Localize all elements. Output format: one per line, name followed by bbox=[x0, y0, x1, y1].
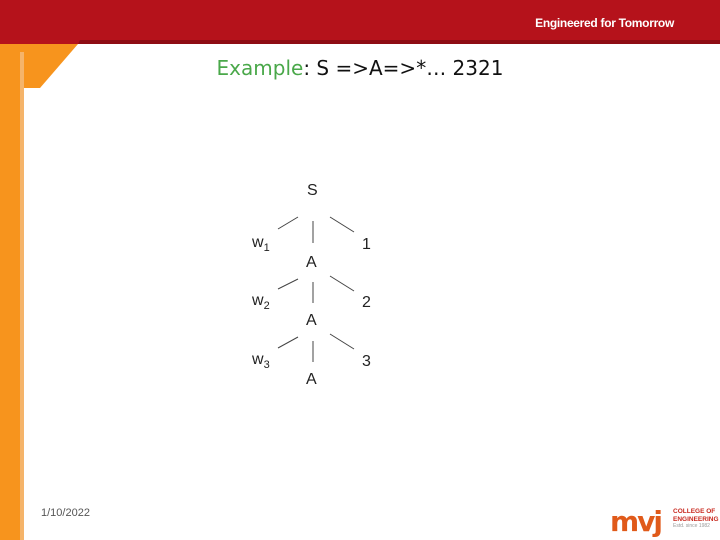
tree-root: S bbox=[307, 182, 318, 199]
logo-mark: mvj bbox=[610, 505, 663, 538]
slide-date: 1/10/2022 bbox=[41, 507, 90, 519]
w2-base: w bbox=[252, 292, 264, 309]
header-tagline: Engineered for Tomorrow bbox=[535, 16, 674, 30]
header-shadow bbox=[78, 40, 720, 44]
tree-w3: w3 bbox=[252, 351, 270, 371]
tree-digit-2: 2 bbox=[362, 294, 371, 311]
tree-digit-3: 3 bbox=[362, 353, 371, 370]
edge-a1-w2 bbox=[277, 278, 299, 290]
edge-a2-w3 bbox=[277, 336, 299, 349]
tree-w1: w1 bbox=[252, 234, 270, 254]
title-keyword: Example bbox=[216, 56, 304, 80]
tree-edges bbox=[277, 216, 355, 362]
side-bar bbox=[0, 44, 20, 540]
side-bar-highlight bbox=[20, 52, 24, 540]
edge-s-1 bbox=[329, 216, 355, 233]
slide-title: Example: S =>A=>*… 2321 bbox=[0, 56, 720, 80]
tree-a3: A bbox=[306, 371, 317, 388]
tree-digit-1: 1 bbox=[362, 236, 371, 253]
logo-line3: Estd. since 1982 bbox=[673, 523, 710, 529]
edge-a2-3 bbox=[329, 333, 355, 350]
tree-a2: A bbox=[306, 312, 317, 329]
w1-base: w bbox=[252, 234, 264, 251]
w3-base: w bbox=[252, 351, 264, 368]
logo-text: COLLEGE OF ENGINEERING Estd. since 1982 bbox=[673, 508, 719, 531]
logo-line2: ENGINEERING bbox=[673, 515, 719, 523]
edge-s-w1 bbox=[277, 216, 299, 230]
w3-sub: 3 bbox=[263, 359, 270, 372]
w1-sub: 1 bbox=[263, 242, 270, 255]
w2-sub: 2 bbox=[263, 300, 270, 313]
edge-a1-2 bbox=[329, 275, 355, 292]
logo-line1: COLLEGE OF bbox=[673, 508, 716, 515]
tree-w2: w2 bbox=[252, 292, 270, 312]
college-logo: mvj COLLEGE OF ENGINEERING Estd. since 1… bbox=[610, 505, 720, 540]
tree-a1: A bbox=[306, 254, 317, 271]
title-rest: : S =>A=>*… 2321 bbox=[303, 56, 504, 80]
header-banner bbox=[0, 0, 720, 44]
